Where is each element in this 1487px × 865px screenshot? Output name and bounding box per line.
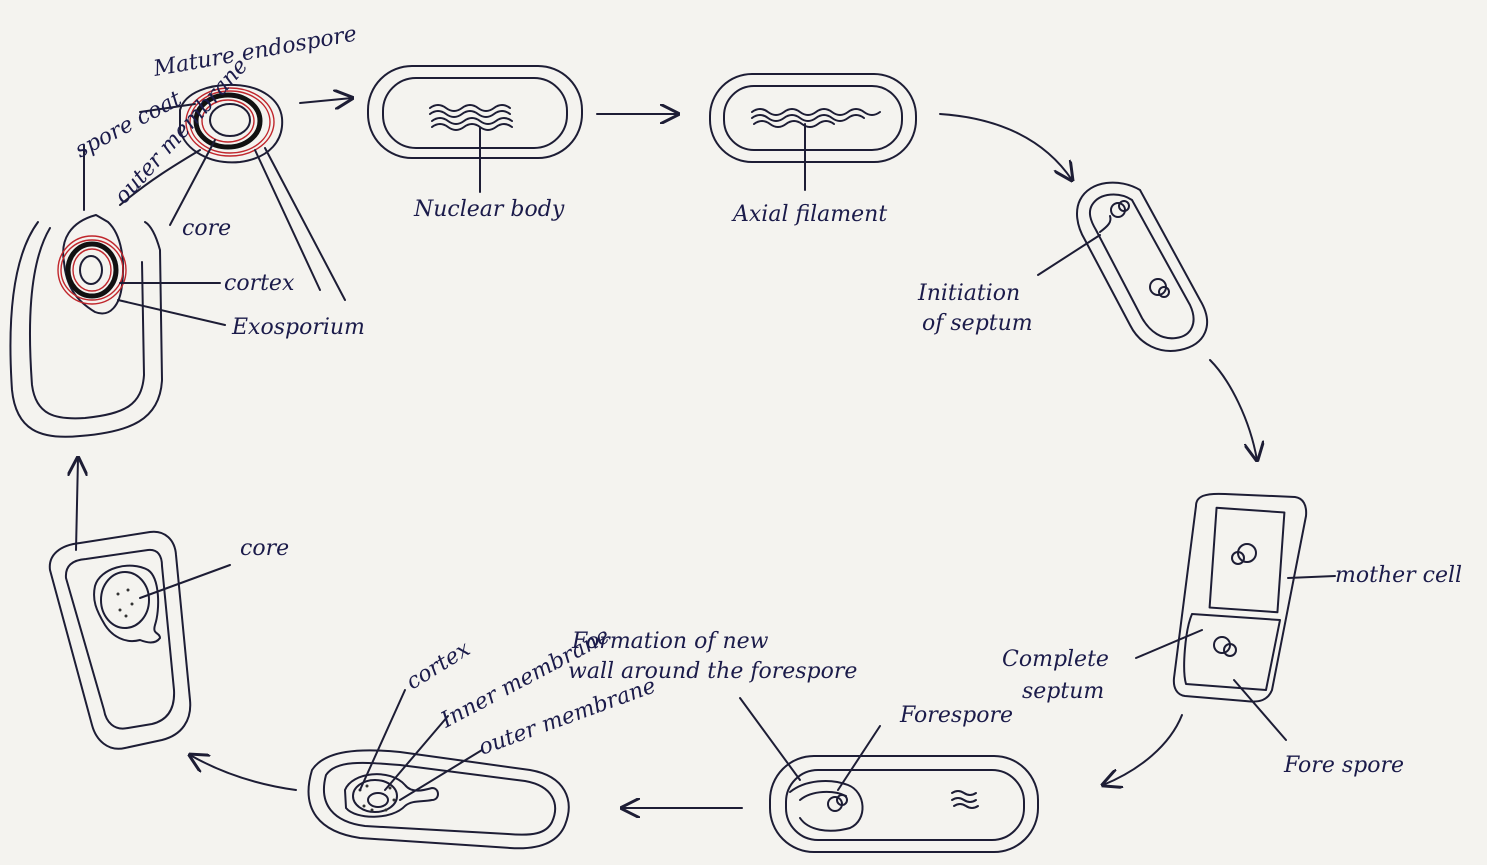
label-formation-2: wall around the forespore: [568, 659, 857, 684]
label-complete: Complete: [1002, 647, 1109, 672]
label-mother-cell: mother cell: [1335, 563, 1462, 588]
released-spore-rings: [58, 236, 126, 304]
stage-initiation-septum-cell: [1038, 183, 1207, 351]
label-cortex-bottom: cortex: [402, 636, 475, 695]
label-exosporium: Exosporium: [231, 315, 365, 340]
label-forespore-bottom: Forespore: [899, 703, 1013, 728]
label-axial-filament: Axial filament: [731, 202, 887, 227]
label-mature-endospore: Mature endospore: [151, 22, 359, 83]
label-fore-spore-right: Fore spore: [1283, 753, 1404, 778]
label-cortex-top: cortex: [224, 271, 295, 296]
stage-complete-septum-cell: [1136, 494, 1335, 740]
label-initiation: Initiation: [917, 281, 1020, 306]
stage-axial-filament-cell: [710, 74, 916, 190]
label-core-left: core: [240, 536, 289, 561]
label-core-top: core: [182, 216, 231, 241]
stage-nuclear-body-cell: [368, 66, 582, 192]
label-nuclear-body: Nuclear body: [413, 197, 565, 222]
label-of-septum: of septum: [922, 311, 1033, 336]
stage-core-cell: [50, 532, 230, 749]
label-septum: septum: [1022, 679, 1104, 704]
stage-mature-endospore-cell: [10, 215, 162, 437]
